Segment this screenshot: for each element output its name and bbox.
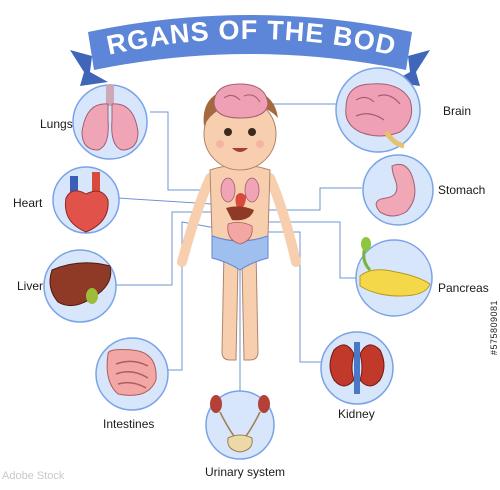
lungs-icon xyxy=(81,84,139,151)
liver-icon xyxy=(49,262,112,307)
pancreas-icon xyxy=(359,237,431,297)
urinary-system-icon xyxy=(210,395,270,453)
label-lungs: Lungs xyxy=(40,117,73,131)
label-stomach: Stomach xyxy=(438,183,486,197)
stomach-icon xyxy=(375,163,416,217)
label-urinary-system: Urinary system xyxy=(205,465,286,479)
label-kidney: Kidney xyxy=(338,407,375,421)
label-liver: Liver xyxy=(17,279,44,293)
label-brain: Brain xyxy=(443,104,472,118)
child-figure xyxy=(177,83,301,361)
stock-id: #575809081 xyxy=(489,300,499,356)
brain-icon xyxy=(345,83,413,149)
label-pancreas: Pancreas xyxy=(438,281,489,295)
heart-icon xyxy=(64,172,109,233)
label-heart: Heart xyxy=(13,196,43,210)
watermark-text: Adobe Stock xyxy=(2,470,65,482)
intestines-icon xyxy=(106,349,157,396)
connector-lines xyxy=(112,103,362,398)
kidney-icon xyxy=(329,342,385,394)
label-intestines: Intestines xyxy=(103,417,155,431)
